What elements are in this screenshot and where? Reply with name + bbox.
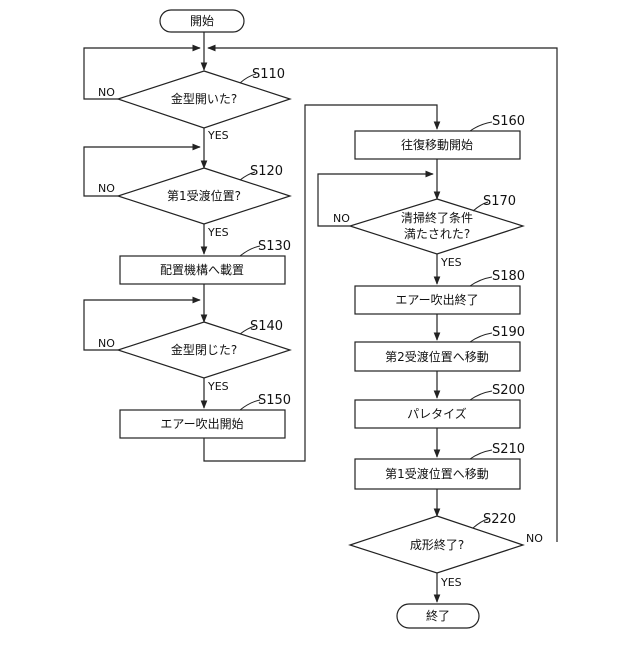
s160-text: 往復移動開始 (401, 137, 473, 152)
s190-id: S190 (492, 325, 525, 340)
s140-text: 金型閉じた? (171, 342, 237, 357)
s160-id: S160 (492, 114, 525, 129)
s150-text: エアー吹出開始 (160, 417, 243, 431)
start-label: 開始 (190, 14, 214, 28)
s210-text: 第1受渡位置へ移動 (385, 466, 489, 481)
s200-text: パレタイズ (407, 406, 467, 421)
s130-text: 配置機構へ載置 (160, 262, 244, 277)
s220-text: 成形終了? (410, 537, 464, 552)
step-s200-process: パレタイズ S200 (355, 383, 525, 428)
step-s190-process: 第2受渡位置へ移動 S190 (355, 325, 525, 371)
step-s180-process: エアー吹出終了 S180 (355, 269, 525, 314)
s210-id: S210 (492, 442, 525, 457)
s170-text-line2: 満たされた? (404, 227, 470, 241)
s140-no-label: NO (98, 337, 115, 350)
s190-text: 第2受渡位置へ移動 (385, 349, 489, 364)
s120-id: S120 (250, 164, 283, 179)
step-s160-process: 往復移動開始 S160 (355, 114, 525, 159)
s120-yes-label: YES (207, 226, 229, 239)
s220-id: S220 (483, 512, 516, 527)
s220-no-label: NO (526, 532, 543, 545)
end-label: 終了 (426, 608, 450, 623)
step-s220-decision: 成形終了? S220 NO YES (350, 512, 543, 589)
step-s110-decision: 金型開いた? S110 NO YES (98, 67, 290, 142)
s150-id: S150 (258, 393, 291, 408)
s180-id: S180 (492, 269, 525, 284)
s170-text-line1: 清掃終了条件 (401, 210, 473, 225)
step-s150-process: エアー吹出開始 S150 (120, 393, 291, 438)
step-s140-decision: 金型閉じた? S140 NO YES (98, 319, 290, 393)
s110-text: 金型開いた? (171, 91, 237, 106)
s140-yes-label: YES (207, 380, 229, 393)
s140-id: S140 (250, 319, 283, 334)
end-terminal: 終了 (397, 604, 479, 628)
s130-id: S130 (258, 239, 291, 254)
s220-yes-label: YES (440, 576, 462, 589)
step-s130-process: 配置機構へ載置 S130 (120, 239, 291, 284)
s110-yes-label: YES (207, 129, 229, 142)
s180-text: エアー吹出終了 (395, 292, 478, 307)
s120-no-label: NO (98, 182, 115, 195)
s170-no-label: NO (333, 212, 350, 225)
start-terminal: 開始 (160, 10, 244, 32)
s110-id: S110 (252, 67, 285, 82)
s170-id: S170 (483, 194, 516, 209)
s120-text: 第1受渡位置? (167, 188, 241, 203)
step-s170-decision: 清掃終了条件 満たされた? S170 NO YES (333, 194, 523, 269)
s200-id: S200 (492, 383, 525, 398)
step-s210-process: 第1受渡位置へ移動 S210 (355, 442, 525, 489)
s110-no-label: NO (98, 86, 115, 99)
s170-yes-label: YES (440, 256, 462, 269)
step-s120-decision: 第1受渡位置? S120 NO YES (98, 164, 290, 239)
